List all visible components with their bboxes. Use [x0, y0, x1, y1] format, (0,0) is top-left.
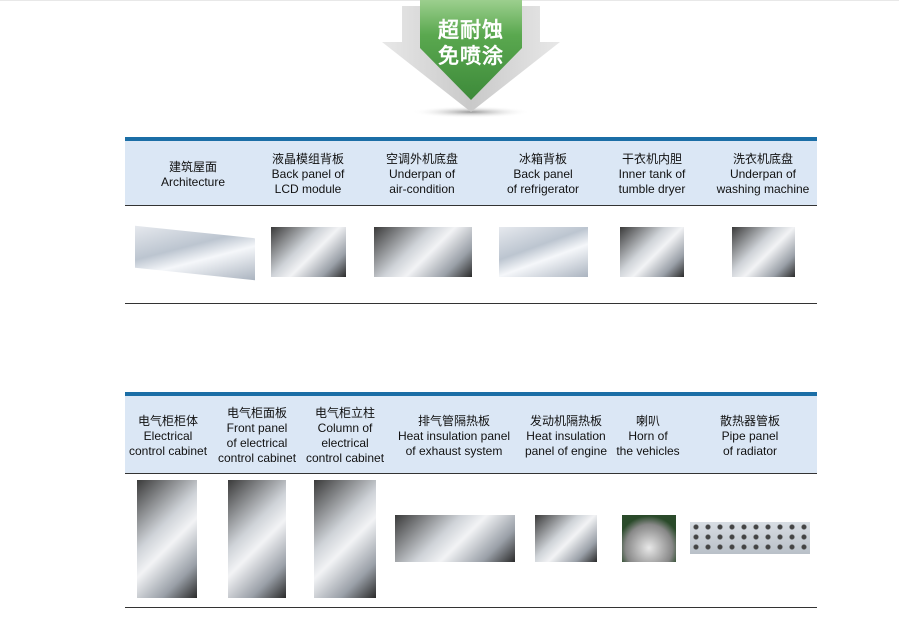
badge-text: 超耐蚀 免喷涂: [420, 18, 522, 70]
product-image-lcd: [271, 227, 346, 277]
product-image-architecture: [135, 225, 255, 281]
product-image-exhaust-panel: [395, 515, 515, 562]
table1-header: [125, 137, 817, 206]
product-image-horn: [622, 515, 676, 562]
table2-header: [125, 392, 817, 474]
table2-bottom-rule: [125, 607, 817, 608]
product-image-cabinet: [137, 480, 197, 598]
table1-bottom-rule: [125, 303, 817, 304]
down-arrow-badge: [382, 0, 560, 118]
badge-line2: 免喷涂: [438, 45, 504, 68]
product-image-front-panel: [228, 480, 286, 598]
product-image-engine-panel: [535, 515, 597, 562]
product-image-aircon: [374, 227, 472, 277]
product-image-dryer: [620, 227, 684, 277]
product-image-radiator: [690, 522, 810, 554]
badge-line1: 超耐蚀: [438, 19, 504, 42]
product-image-column: [314, 480, 376, 598]
product-image-fridge: [499, 227, 588, 277]
product-image-washer: [732, 227, 795, 277]
